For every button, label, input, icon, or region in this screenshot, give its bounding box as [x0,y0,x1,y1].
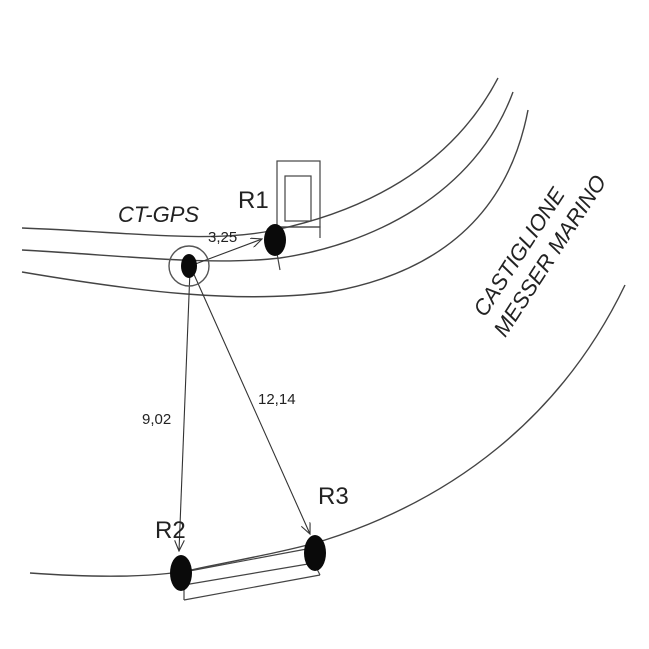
upper-road-line-middle [21,91,514,262]
r2-marker [170,555,192,591]
r1-label: R1 [238,187,269,214]
upper-road-line-inner [21,109,529,298]
bridge-line-mid [183,562,315,586]
building-structure [275,160,321,271]
bridge-line-top [183,547,313,573]
lower-road [29,284,626,577]
baseline-vectors [179,239,310,551]
upper-road [21,77,529,298]
bridge-structure [183,547,321,601]
vector-to-r2 [179,269,191,551]
gps-station-marker [168,245,210,287]
vector-to-r1 [189,239,262,267]
r2-label: R2 [155,517,186,544]
distance-to-r3-label: 12,14 [258,391,296,408]
distance-to-r1-label: 3,25 [208,229,237,246]
r3-label: R3 [318,483,349,510]
gps-station-label: CT-GPS [118,202,199,227]
building-inner [284,175,312,222]
gps-station-ring [168,245,210,287]
gps-station-dot [181,254,197,278]
town-name: CASTIGLIONE MESSER MARINO [468,171,611,341]
building-base [277,226,321,238]
building-outer [276,160,321,228]
r3-marker [304,535,326,571]
r1-marker [264,224,286,256]
vector-to-r3 [191,269,310,534]
distance-to-r2-label: 9,02 [142,411,171,428]
bridge-line-bottom [183,574,321,601]
